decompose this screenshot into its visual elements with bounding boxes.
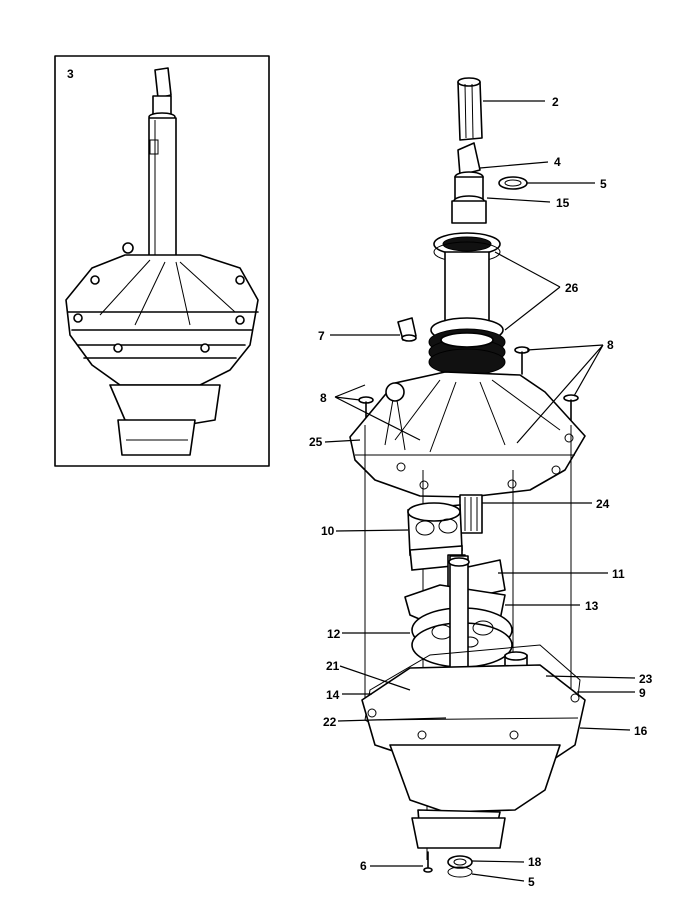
callout-18: 18 xyxy=(528,855,542,869)
callout-13: 13 xyxy=(585,599,599,613)
callout-14: 14 xyxy=(326,688,340,702)
callout-22: 22 xyxy=(323,715,337,729)
part-2-spline-sleeve xyxy=(457,77,483,141)
inset-callout-label: 3 xyxy=(67,67,74,81)
part-24-pinion xyxy=(459,494,483,534)
callout-23: 23 xyxy=(639,672,653,686)
part-5-washer-top xyxy=(498,176,528,190)
callout-8-left: 8 xyxy=(320,391,327,405)
callout-7: 7 xyxy=(318,329,325,343)
part-7-plug xyxy=(397,317,417,342)
callout-labels: 2 4 5 15 26 7 8 8 25 24 10 11 13 12 21 2… xyxy=(309,95,653,889)
part-26-upper-seal xyxy=(433,232,501,263)
bolt-8-b xyxy=(563,394,579,421)
callout-16: 16 xyxy=(634,724,648,738)
callout-24: 24 xyxy=(596,497,610,511)
part-5-washer-hole xyxy=(504,179,522,187)
assembled-view-inset: 3 xyxy=(54,55,270,467)
part-18-washer xyxy=(447,855,473,869)
part-26-lower-seal-stack xyxy=(428,317,506,376)
callout-5-bottom: 5 xyxy=(528,875,535,889)
callout-25: 25 xyxy=(309,435,323,449)
callout-5-top: 5 xyxy=(600,177,607,191)
callout-15: 15 xyxy=(556,196,570,210)
callout-26: 26 xyxy=(565,281,579,295)
part-16-lower-housing xyxy=(361,664,586,849)
inset-housing xyxy=(65,242,259,456)
callout-8-right: 8 xyxy=(607,338,614,352)
inset-shaft xyxy=(148,67,177,264)
part-5-washer-bottom xyxy=(447,866,473,878)
part-10-cluster-gear xyxy=(407,502,463,571)
callout-4: 4 xyxy=(554,155,561,169)
callout-9: 9 xyxy=(639,686,646,700)
callout-2: 2 xyxy=(552,95,559,109)
part-6-screw xyxy=(423,851,433,873)
callout-21: 21 xyxy=(326,659,340,673)
callout-10: 10 xyxy=(321,524,335,538)
callout-11: 11 xyxy=(612,567,625,581)
leader-lines xyxy=(324,100,636,882)
callout-6: 6 xyxy=(360,859,367,873)
inset-frame xyxy=(54,55,270,467)
bolt-8-a xyxy=(514,346,530,375)
part-25-top-cover xyxy=(349,371,586,498)
part-4-shaft-tip xyxy=(451,142,487,224)
callout-12: 12 xyxy=(327,627,341,641)
